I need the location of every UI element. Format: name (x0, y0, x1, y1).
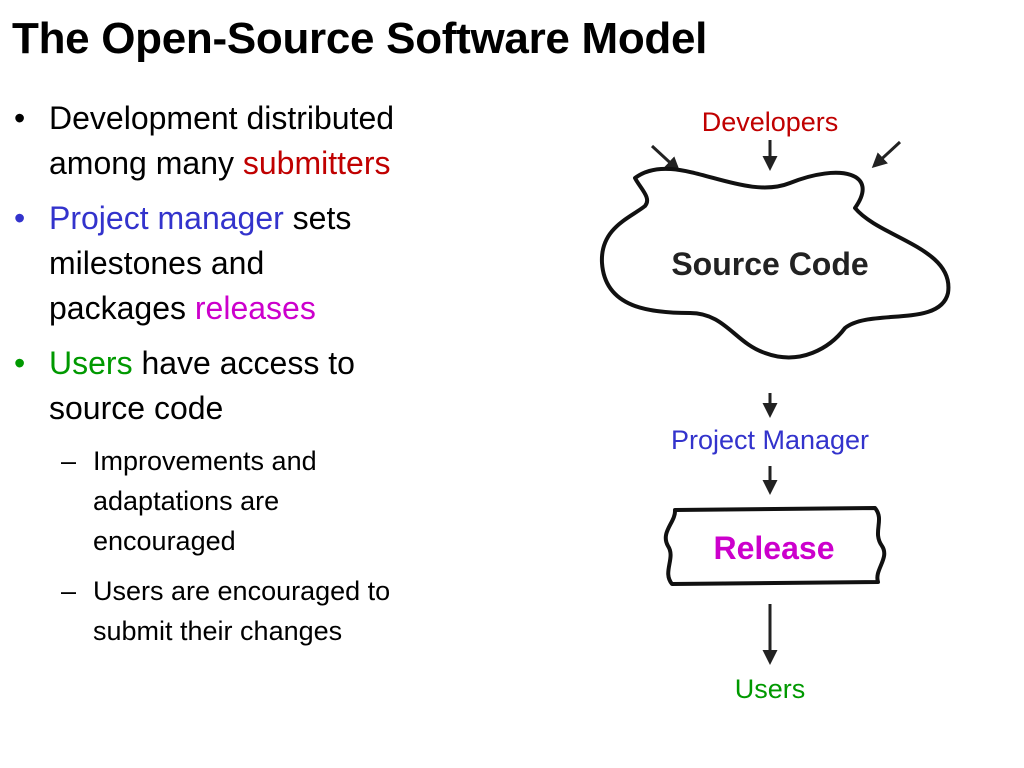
bullet-text: source code (49, 390, 224, 426)
bullet-text: among many (49, 145, 243, 181)
sub-bullet-text: Improvements and (93, 446, 317, 476)
highlight-users: Users (49, 345, 133, 381)
bullet-marker: • (14, 100, 26, 136)
bullet-text: have access to (132, 345, 355, 381)
source-code-label: Source Code (671, 246, 868, 282)
sub-bullet-marker: – (61, 446, 77, 476)
highlight-releases: releases (194, 290, 316, 326)
bullet-text: packages (49, 290, 195, 326)
sub-bullet-text: encouraged (93, 526, 236, 556)
highlight-submitters: submitters (242, 145, 391, 181)
sub-bullet-improvements: – Improvements and adaptations are encou… (12, 441, 492, 561)
bullet-marker: • (14, 200, 26, 236)
developers-label: Developers (702, 107, 839, 137)
bullet-users: • Users have access to source code (12, 341, 492, 431)
bullet-text: sets (283, 200, 352, 236)
sub-bullet-marker: – (61, 576, 77, 606)
sub-bullet-submit: – Users are encouraged to submit their c… (12, 571, 492, 651)
users-label: Users (735, 674, 806, 704)
source-code-cloud (599, 166, 951, 360)
bullet-project-manager: • Project manager sets milestones and pa… (12, 196, 492, 331)
bullet-text: milestones and (49, 245, 265, 281)
arrow-left-down (650, 144, 681, 173)
bullet-development: • Development distributed among many sub… (12, 96, 492, 186)
developer-arrows (650, 140, 902, 173)
sub-bullet-text: submit their changes (93, 616, 343, 646)
open-source-flow-diagram: Developers Source Code Project Manager R… (599, 107, 951, 704)
sub-bullet-text: Users are encouraged to (93, 576, 391, 606)
bullet-list: • Development distributed among many sub… (12, 96, 492, 661)
slide-title: The Open-Source Software Model (12, 14, 708, 63)
project-manager-label: Project Manager (671, 425, 869, 455)
bullet-text: Development distributed (49, 100, 395, 136)
release-box (663, 506, 887, 586)
bullet-marker: • (14, 345, 26, 381)
arrow-right-down (871, 140, 902, 169)
release-label: Release (714, 530, 835, 566)
highlight-project-manager: Project manager (49, 200, 284, 236)
sub-bullet-text: adaptations are (93, 486, 280, 516)
